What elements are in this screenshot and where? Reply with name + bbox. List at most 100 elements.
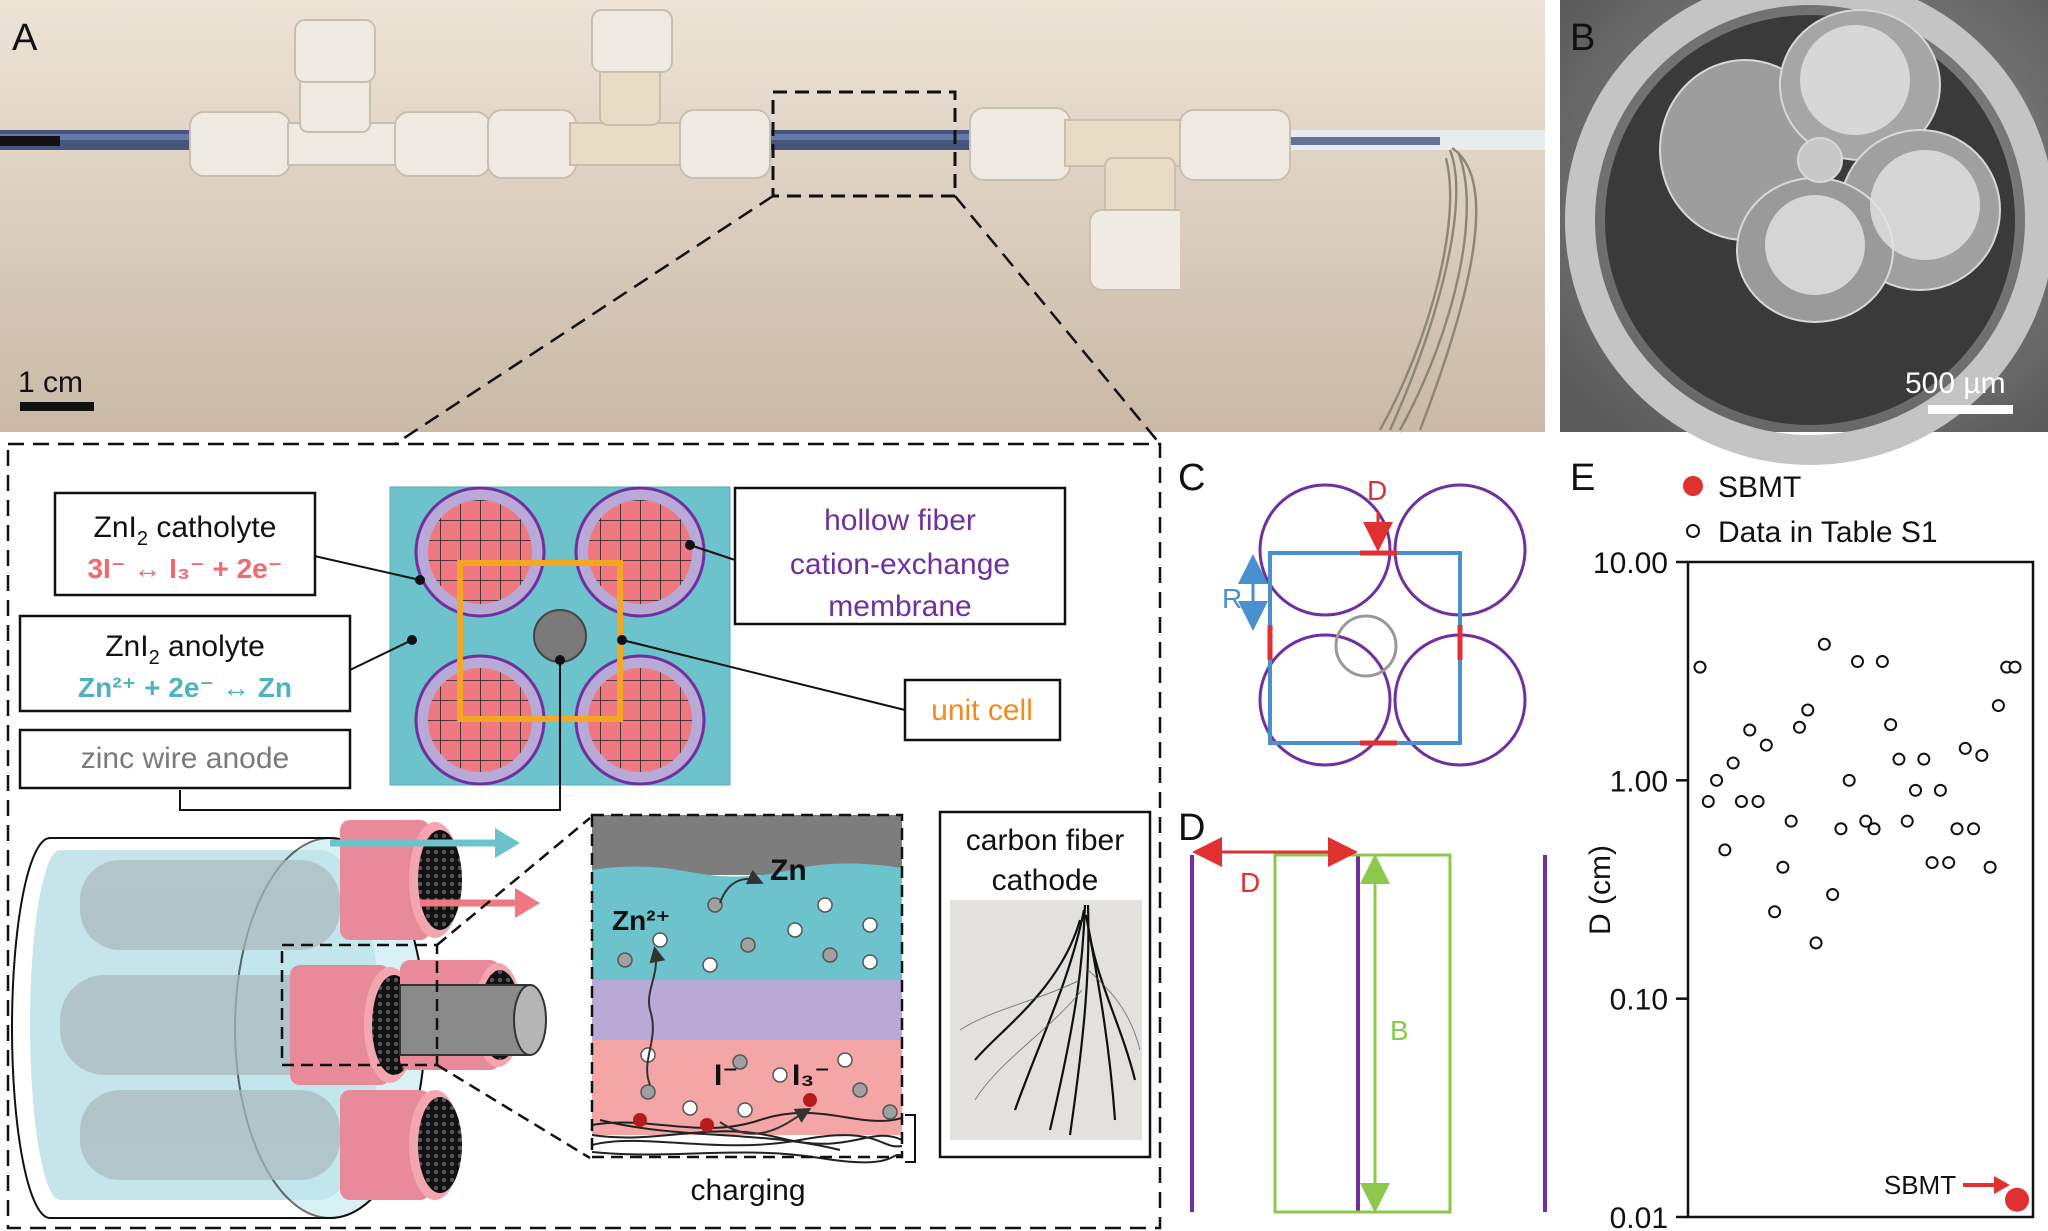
data-point-table-s1 bbox=[1892, 752, 1906, 766]
triiodide-label: I₃⁻ bbox=[792, 1059, 830, 1092]
svg-text:ZnI2 catholyte: ZnI2 catholyte bbox=[94, 511, 277, 550]
data-point-table-s1 bbox=[1859, 814, 1873, 828]
data-point-table-s1 bbox=[1817, 637, 1831, 651]
legend-marker-table bbox=[1686, 524, 1700, 538]
data-point-table-s1 bbox=[1842, 773, 1856, 787]
panel-d: D B bbox=[1190, 837, 1547, 1214]
zinc-wire-box: zinc wire anode bbox=[18, 728, 352, 790]
y-tick-label: 0.01 bbox=[1610, 1202, 1668, 1231]
data-point-table-s1 bbox=[2008, 660, 2022, 674]
carbon-fiber-box: carbon fiber cathode bbox=[938, 810, 1152, 1159]
data-point-table-s1 bbox=[1983, 860, 1997, 874]
catholyte-title-sub: 2 bbox=[137, 528, 148, 550]
panel-b-scale-bar bbox=[1928, 405, 2013, 414]
panel-a-photo: 1 cm bbox=[0, 0, 1286, 432]
anolyte-box: ZnI2 anolyte Zn²⁺ + 2e⁻ ↔ Zn bbox=[18, 614, 352, 713]
panel-b-scale-label: 500 µm bbox=[1905, 367, 2006, 400]
data-point-table-s1 bbox=[1875, 655, 1889, 669]
data-point-table-s1 bbox=[1867, 822, 1881, 836]
data-point-table-s1 bbox=[1925, 856, 1939, 870]
panel-e-chart: E 10.00 1.00 0.10 0.01 D (cm) SBMT Data in … bbox=[1570, 457, 2035, 1231]
anolyte-title-sub: 2 bbox=[149, 647, 160, 669]
data-point-table-s1 bbox=[1726, 756, 1740, 770]
data-point-table-s1 bbox=[1759, 738, 1773, 752]
data-point-sbmt bbox=[2005, 1187, 2029, 1212]
data-point-table-s1 bbox=[1917, 752, 1931, 766]
panel-a-right-fittings bbox=[1179, 109, 1545, 431]
callout-lines bbox=[179, 540, 906, 811]
zn-label: Zn bbox=[770, 854, 807, 887]
charging-panel: Zn Zn²⁺ I⁻ I₃⁻ charging bbox=[590, 813, 916, 1207]
catholyte-title-suffix: catholyte bbox=[148, 511, 276, 544]
panel-a-scale-label: 1 cm bbox=[18, 366, 83, 399]
data-point-table-s1 bbox=[1884, 718, 1898, 732]
panel-b-sem: 500 µm bbox=[1560, 0, 2048, 465]
anolyte-reaction: Zn²⁺ + 2e⁻ ↔ Zn bbox=[78, 672, 292, 703]
data-point-table-s1 bbox=[1834, 822, 1848, 836]
device-3d bbox=[11, 817, 591, 1219]
data-point-table-s1 bbox=[1991, 699, 2005, 713]
iodide-label: I⁻ bbox=[714, 1059, 738, 1092]
data-point-table-s1 bbox=[1826, 887, 1840, 901]
membrane-box: hollow fiber cation-exchange membrane bbox=[733, 486, 1067, 626]
panel-a-scale-bar bbox=[20, 402, 94, 411]
data-point-table-s1 bbox=[1734, 794, 1748, 808]
catholyte-reaction: 3I⁻ ↔ I₃⁻ + 2e⁻ bbox=[87, 553, 282, 584]
zoom-lines bbox=[6, 194, 1162, 1230]
data-point-table-s1 bbox=[1701, 794, 1715, 808]
data-point-table-s1 bbox=[1851, 655, 1864, 669]
panel-a-photo-right bbox=[1180, 0, 1545, 432]
data-point-table-s1 bbox=[1909, 783, 1923, 797]
data-point-table-s1 bbox=[1718, 843, 1732, 857]
y-tick-label: 1.00 bbox=[1610, 765, 1668, 798]
panel-b-letter: B bbox=[1570, 17, 1595, 59]
membrane-line1: hollow fiber bbox=[824, 504, 976, 537]
catholyte-title: ZnI bbox=[94, 511, 137, 544]
y-tick-label: 10.00 bbox=[1593, 547, 1668, 580]
data-point-table-s1 bbox=[1801, 703, 1815, 717]
data-point-table-s1 bbox=[1942, 856, 1956, 870]
carbon-line2: cathode bbox=[992, 864, 1099, 897]
plot-frame bbox=[1686, 560, 2035, 1219]
zn2-label: Zn²⁺ bbox=[612, 905, 670, 936]
unit-cell-label: unit cell bbox=[931, 694, 1033, 727]
unit-cell-box: unit cell bbox=[903, 678, 1062, 742]
membrane-line2: cation-exchange bbox=[790, 548, 1010, 581]
panel-c: D R bbox=[1222, 475, 1527, 767]
data-point-table-s1 bbox=[1776, 860, 1790, 874]
data-point-table-s1 bbox=[1967, 822, 1981, 836]
y-tick-label: 0.10 bbox=[1610, 984, 1668, 1017]
data-point-table-s1 bbox=[1958, 741, 1972, 755]
charging-label: charging bbox=[690, 1174, 805, 1207]
data-point-table-s1 bbox=[1693, 660, 1707, 674]
svg-text:ZnI2 anolyte: ZnI2 anolyte bbox=[105, 630, 265, 669]
membrane-line3: membrane bbox=[828, 590, 971, 623]
legend-label-table: Data in Table S1 bbox=[1718, 516, 1938, 549]
sbmt-annotation: SBMT bbox=[1884, 1170, 1956, 1200]
panel-c-letter: C bbox=[1178, 457, 1205, 499]
data-point-table-s1 bbox=[1792, 720, 1806, 734]
y-axis-label: D (cm) bbox=[1584, 845, 1617, 935]
data-point-table-s1 bbox=[1784, 814, 1798, 828]
legend-marker-sbmt bbox=[1683, 476, 1703, 496]
data-point-table-s1 bbox=[1768, 905, 1782, 919]
panel-d-b-label: B bbox=[1390, 1015, 1409, 1046]
panel-a-letter: A bbox=[12, 17, 38, 59]
data-point-table-s1 bbox=[1950, 822, 1964, 836]
data-point-table-s1 bbox=[1743, 723, 1757, 737]
panel-c-d-label: D bbox=[1367, 475, 1387, 506]
panel-d-letter: D bbox=[1178, 807, 1205, 849]
carbon-line1: carbon fiber bbox=[966, 824, 1124, 857]
legend-label-sbmt: SBMT bbox=[1718, 471, 1801, 504]
anolyte-title: ZnI bbox=[105, 630, 148, 663]
panel-d-d-label: D bbox=[1240, 867, 1260, 898]
panel-e-letter: E bbox=[1570, 457, 1595, 499]
data-point-table-s1 bbox=[1975, 748, 1989, 762]
data-point-table-s1 bbox=[1710, 773, 1724, 787]
zinc-wire-label: zinc wire anode bbox=[81, 742, 289, 775]
anolyte-title-suffix: anolyte bbox=[160, 630, 265, 663]
data-point-table-s1 bbox=[1933, 783, 1947, 797]
panel-c-r-label: R bbox=[1222, 583, 1242, 614]
data-point-table-s1 bbox=[1809, 936, 1823, 950]
